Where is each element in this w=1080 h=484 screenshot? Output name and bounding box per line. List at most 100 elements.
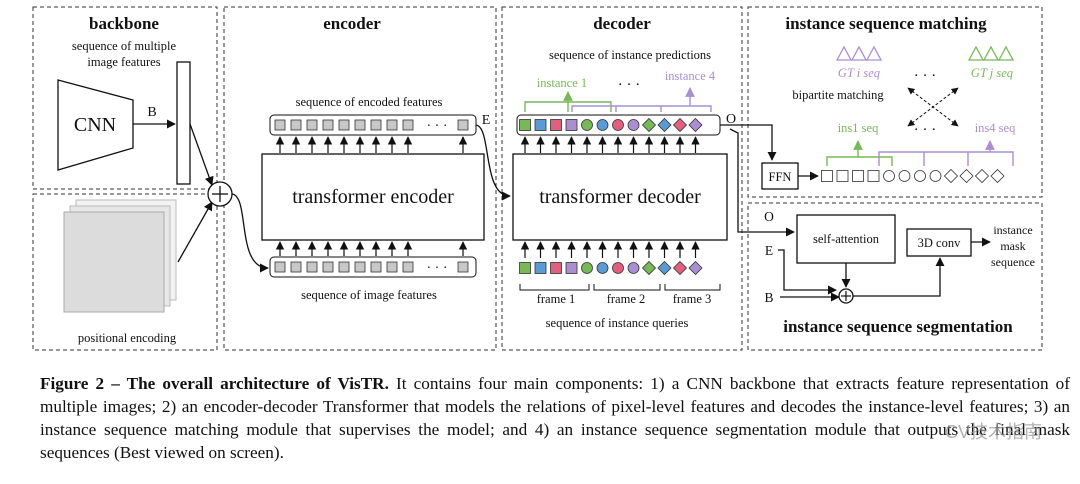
circle-mark — [929, 170, 942, 182]
triangle-mark — [997, 45, 1015, 61]
square-mark — [306, 119, 318, 131]
triangle-mark — [850, 45, 868, 61]
instance-1-label: instance 1 — [537, 76, 587, 90]
encoder-bottom-dots: · · · — [427, 261, 448, 276]
square-mark — [550, 119, 562, 131]
square-mark — [534, 119, 547, 131]
diamond-mark — [641, 117, 657, 133]
square-mark — [338, 261, 350, 273]
square-mark — [402, 261, 414, 273]
decoder-o-label: O — [726, 112, 736, 127]
transformer-encoder-block — [261, 153, 485, 241]
frame-3-label: frame 3 — [673, 292, 712, 306]
frame-2-label: frame 2 — [607, 292, 646, 306]
square-mark — [370, 261, 382, 273]
encoder-bottom-label: sequence of image features — [301, 288, 437, 302]
matching-panel — [747, 6, 1043, 198]
circle-mark — [627, 119, 640, 131]
square-mark — [565, 262, 578, 274]
decoder-dots: · · · — [618, 77, 641, 93]
seg-out-1: instance — [993, 223, 1032, 237]
transformer-decoder-label: transformer decoder — [539, 186, 701, 208]
circle-mark — [914, 170, 926, 182]
decoder-panel — [501, 6, 743, 351]
diamond-mark — [959, 168, 974, 184]
backbone-title: backbone — [89, 14, 159, 33]
encoder-title: encoder — [323, 14, 381, 33]
diamond-mark — [974, 168, 990, 184]
square-mark — [370, 119, 382, 131]
circle-mark — [627, 262, 640, 274]
seg-b-label: B — [764, 290, 773, 305]
caption-text: It contains four main components: 1) a C… — [40, 374, 1070, 462]
square-mark — [354, 119, 366, 131]
square-mark — [457, 119, 469, 131]
diamond-mark — [688, 260, 703, 276]
matching-dots-top: · · · — [914, 68, 937, 84]
circle-mark — [898, 170, 911, 182]
square-mark — [386, 119, 398, 131]
matching-title: instance sequence matching — [785, 14, 987, 33]
circle-mark — [581, 119, 593, 131]
ffn-box — [761, 162, 799, 190]
image-feature-strip — [269, 241, 477, 278]
figure-caption: Figure 2 – The overall architecture of V… — [40, 372, 1070, 464]
encoder-panel — [223, 6, 497, 351]
self-attention-label: self-attention — [813, 232, 880, 246]
square-mark — [565, 119, 578, 131]
gt-j-label: GT j seq — [971, 66, 1013, 80]
seg-out-2: mask — [1000, 239, 1025, 253]
circle-mark — [612, 119, 624, 131]
diamond-mark — [943, 168, 959, 184]
square-mark — [519, 119, 531, 131]
square-mark — [338, 119, 350, 131]
transformer-decoder-block — [512, 153, 728, 241]
cnn-trapezoid — [57, 79, 134, 171]
decoder-bottom-label: sequence of instance queries — [546, 316, 689, 330]
circle-mark — [596, 119, 609, 131]
square-mark — [457, 261, 469, 273]
frame-1-label: frame 1 — [537, 292, 576, 306]
seg-out-3: sequence — [991, 255, 1035, 269]
square-mark — [322, 261, 334, 273]
encoded-feature-strip — [269, 114, 477, 153]
square-mark — [290, 261, 302, 273]
triangle-mark — [835, 45, 853, 61]
instance-4-label: instance 4 — [665, 69, 716, 83]
square-mark — [290, 119, 302, 131]
positional-panel — [32, 193, 218, 351]
diamond-mark — [672, 117, 688, 133]
cnn-label: CNN — [74, 114, 116, 136]
gt-i-triangles — [835, 45, 883, 61]
positional-label: positional encoding — [78, 331, 177, 345]
conv3d-label: 3D conv — [918, 236, 961, 250]
diamond-mark — [641, 260, 657, 276]
watermark: CV技术指南 — [944, 422, 1042, 442]
diamond-mark — [672, 260, 688, 276]
gt-i-label: GT i seq — [838, 66, 880, 80]
square-mark — [274, 119, 286, 131]
transformer-encoder-label: transformer encoder — [292, 186, 454, 208]
instance-query-row — [519, 241, 703, 276]
square-mark — [402, 119, 414, 131]
square-mark — [386, 261, 398, 273]
encoder-e-label: E — [482, 113, 491, 128]
circle-mark — [581, 262, 593, 274]
circle-mark — [612, 262, 624, 274]
diamond-mark — [688, 117, 703, 133]
seg-e-label: E — [765, 243, 773, 258]
square-mark — [821, 170, 833, 182]
bipartite-label: bipartite matching — [792, 88, 884, 102]
feature-bar — [176, 61, 191, 185]
square-mark — [534, 262, 547, 274]
architecture-diagram: backbone sequence of multiple image feat… — [32, 6, 1043, 351]
matching-dots-bottom: · · · — [914, 122, 937, 138]
ins4-label: ins4 seq — [975, 121, 1016, 135]
triangle-mark — [967, 45, 985, 61]
conv3d-box — [906, 228, 972, 257]
caption-title: Figure 2 – The overall architecture of V… — [40, 374, 389, 393]
square-mark — [354, 261, 366, 273]
backbone-seq-label-1: sequence of multiple — [72, 39, 177, 53]
circle-mark — [883, 170, 895, 182]
ins1-label: ins1 seq — [838, 121, 879, 135]
